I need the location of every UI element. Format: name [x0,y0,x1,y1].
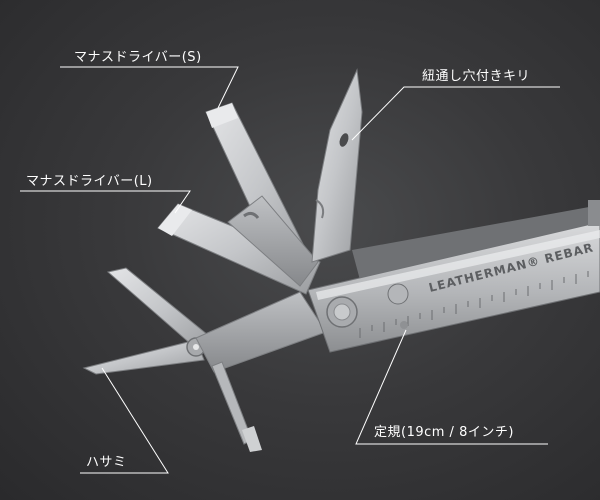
callout-line-awl [351,86,560,141]
brand-logo-disc [387,283,409,305]
scissors-lower-blade [82,339,205,375]
label-awl: 紐通し穴付きキリ [422,69,531,84]
tool-handle [307,221,600,353]
awl-eye-hole [339,133,349,147]
bottle-opener [227,195,319,287]
large-screwdriver-blade [157,203,321,295]
label-small-screwdriver: マナスドライバー(S) [74,50,202,65]
scissors-arm [195,291,327,373]
label-large-screwdriver: マナスドライバー(L) [26,174,153,189]
callout-line-large-screwdriver [20,190,191,214]
callout-line-ruler [355,329,548,445]
callout-lines [20,66,560,474]
ruler-ticks [359,271,589,338]
label-ruler: 定規(19cm / 8インチ) [374,425,514,440]
handle-back-edge [352,205,600,280]
awl-blade [311,68,363,263]
callout-line-scissors [80,367,169,474]
label-scissors: ハサミ [86,455,127,470]
callout-line-small-screwdriver [60,66,239,109]
